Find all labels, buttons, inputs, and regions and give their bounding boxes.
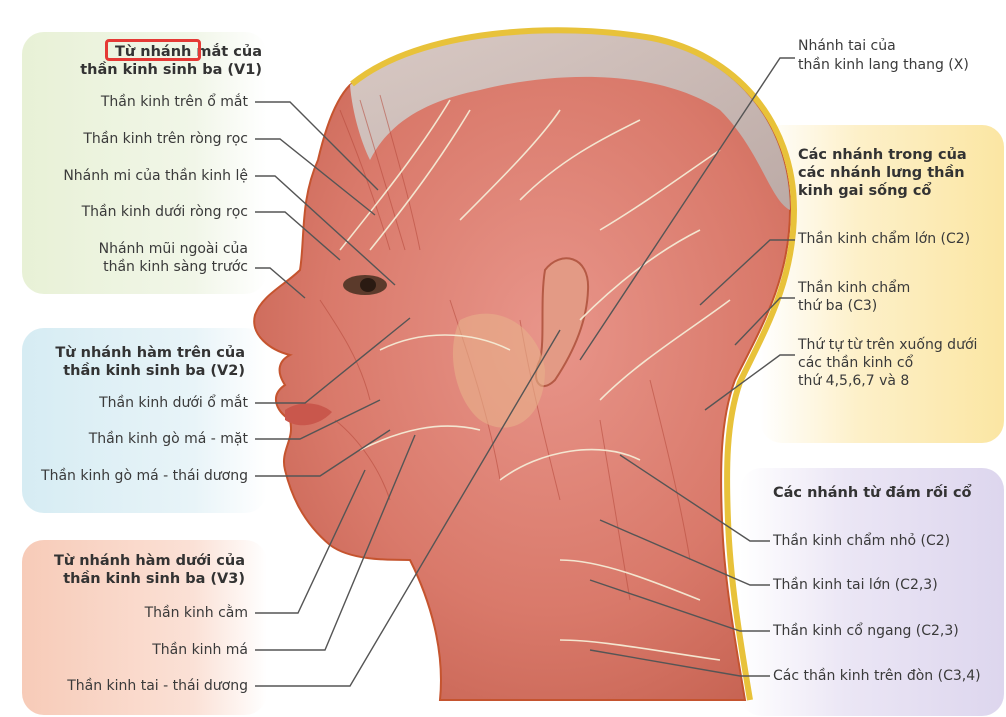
plexus-title: Các nhánh từ đám rối cổ (773, 485, 972, 501)
v2-panel (22, 328, 267, 513)
label-order-line2: các thần kinh cổ (798, 355, 914, 371)
label-third-occipital-line1: Thần kinh chẩm (798, 280, 911, 296)
parotid-gland (452, 313, 545, 428)
lips (285, 403, 332, 426)
v1-title-highlight: nhánh mắt (140, 44, 229, 60)
cervical-plexus-panel (740, 468, 1004, 716)
label-vagus-auricular-line1: Nhánh tai của (798, 38, 896, 54)
label-lacrimal-palpebral-branch: Nhánh mi của thần kinh lệ (63, 168, 248, 184)
v1-title: Từ nhánh mắt của thần kinh sinh ba (V1) (80, 44, 262, 78)
label-vagus-auricular-line2: thần kinh lang thang (X) (798, 57, 969, 73)
v1-panel (22, 32, 267, 294)
label-mental-nerve: Thần kinh cằm (144, 605, 248, 621)
label-order-line3: thứ 4,5,6,7 và 8 (798, 373, 910, 389)
eye (343, 275, 387, 295)
label-buccal-nerve: Thần kinh má (152, 642, 248, 658)
label-lesser-occipital-nerve: Thần kinh chẩm nhỏ (C2) (773, 533, 951, 549)
label-zygomaticofacial-nerve: Thần kinh gò má - mặt (88, 431, 248, 447)
ear (535, 257, 590, 388)
label-order-line1: Thứ tự từ trên xuống dưới (798, 337, 978, 353)
label-infraorbital-nerve: Thần kinh dưới ổ mắt (99, 395, 248, 411)
label-auriculotemporal-nerve: Thần kinh tai - thái dương (67, 678, 248, 694)
label-supraorbital-nerve: Thần kinh trên ổ mắt (100, 94, 248, 110)
label-external-nasal-branch-line2: thần kinh sàng trước (103, 259, 248, 275)
label-great-auricular-nerve: Thần kinh tai lớn (C2,3) (773, 577, 938, 593)
nerve-branches (339, 99, 731, 661)
label-supratrochlear-nerve: Thần kinh trên ròng rọc (83, 131, 248, 147)
v3-panel (22, 540, 267, 715)
dorsal-rami-panel (760, 125, 1004, 443)
label-zygomaticotemporal-nerve: Thần kinh gò má - thái dương (41, 468, 248, 484)
label-third-occipital-line2: thứ ba (C3) (798, 298, 878, 314)
leader-lines (255, 57, 795, 687)
label-supraclavicular-nerves: Các thần kinh trên đòn (C3,4) (773, 668, 981, 684)
label-external-nasal-branch-line1: Nhánh mũi ngoài của (98, 241, 248, 257)
label-infratrochlear-nerve: Thần kinh dưới ròng rọc (81, 204, 248, 220)
label-greater-occipital-nerve: Thần kinh chẩm lớn (C2) (798, 231, 971, 247)
label-transverse-cervical-nerve: Thần kinh cổ ngang (C2,3) (773, 623, 959, 639)
highlight-box (105, 39, 201, 61)
